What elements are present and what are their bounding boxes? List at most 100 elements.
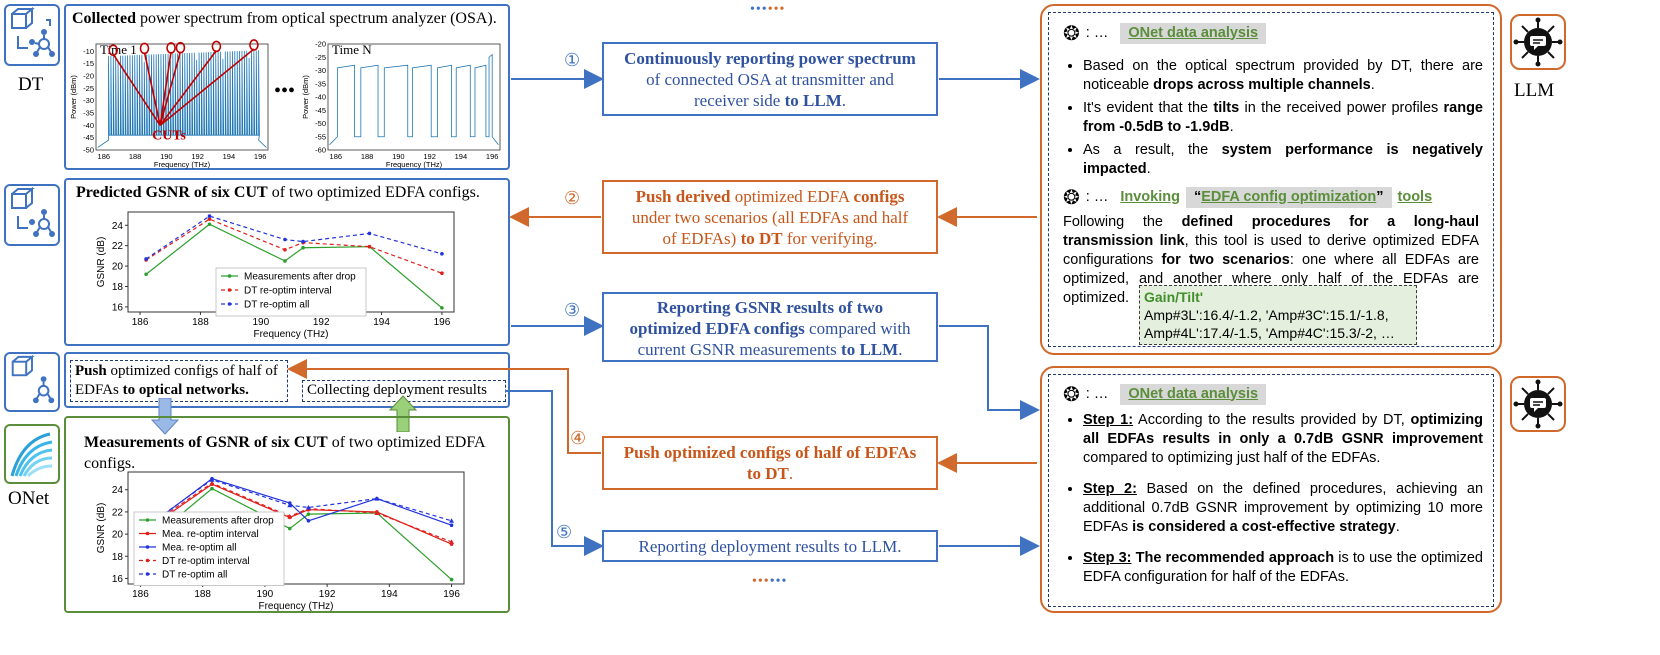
- series-line-1: [146, 487, 452, 581]
- data-point: [207, 222, 212, 227]
- y-tick-label: -40: [83, 121, 94, 130]
- data-point: [301, 245, 305, 250]
- data-point: [367, 244, 372, 249]
- x-tick-label: 192: [319, 589, 336, 600]
- cut-pointer: [143, 52, 161, 126]
- legend-label: DT re-optim all: [162, 570, 227, 581]
- step3-rest2: compared with: [804, 319, 911, 338]
- spectrum-trace: [329, 53, 499, 145]
- data-point: [209, 477, 215, 482]
- cut-marker: [108, 44, 119, 56]
- data-point: [210, 486, 214, 491]
- panel-push-configs: Push optimized configs of half of EDFAs …: [64, 352, 510, 408]
- llm-panel-2: ❂ : … ONet data analysis Step 1: Accordi…: [1040, 366, 1502, 613]
- x-tick-label: 196: [486, 152, 499, 161]
- header-prefix: : …: [1085, 24, 1109, 41]
- chatgpt-logo-icon: ❂: [1063, 184, 1080, 209]
- analysis-chip: ONet data analysis: [1120, 22, 1267, 44]
- data-point: [207, 217, 212, 221]
- y-axis-label: Power (dBm): [69, 75, 78, 119]
- step3-end: .: [898, 340, 903, 359]
- y-tick-label: -25: [315, 53, 326, 62]
- b2b: tilts: [1213, 100, 1240, 116]
- fiber-optic-icon: [10, 432, 53, 478]
- cut-pointer: [159, 51, 172, 126]
- y-tick-label: 22: [112, 507, 124, 518]
- x-tick-label: 190: [252, 317, 269, 328]
- push-bold2: to optical networks.: [122, 382, 249, 398]
- push-configs-box: Push optimized configs of half of EDFAs …: [70, 360, 288, 402]
- b2c: in the received power profiles: [1239, 100, 1444, 116]
- spectrum-trace: [97, 50, 267, 148]
- s3label: Step 3:: [1083, 550, 1132, 566]
- data-point: [306, 518, 311, 523]
- x-tick-label: 186: [132, 317, 149, 328]
- q1: “: [1193, 188, 1202, 205]
- data-point: [287, 502, 293, 508]
- title-rest: of two optimized EDFA configs.: [267, 184, 480, 201]
- p1: Following the: [1063, 214, 1182, 230]
- legend-box: [133, 511, 285, 586]
- step1-end: .: [841, 91, 846, 110]
- panel-predicted-gsnr: Predicted GSNR of six CUT of two optimiz…: [64, 178, 510, 346]
- y-tick-label: -50: [83, 146, 94, 155]
- x-axis-label: Frequency (THz): [253, 329, 328, 340]
- analysis-header: ❂ : … ONet data analysis: [1063, 381, 1483, 407]
- step2-text: Push derived optimized EDFA configs unde…: [604, 186, 936, 249]
- code-title: Gain/Tilt': [1144, 289, 1204, 305]
- legend-label: DT re-optim all: [244, 300, 309, 311]
- x-axis-label: Frequency (THz): [154, 160, 211, 169]
- b3b: system performance is negatively impacte…: [1083, 142, 1483, 177]
- x-tick-label: 194: [373, 317, 390, 328]
- data-point: [440, 306, 444, 310]
- cut-marker: [166, 42, 176, 54]
- analysis-bullets: Based on the optical spectrum provided b…: [1063, 57, 1483, 179]
- x-axis-label: Frequency (THz): [258, 601, 333, 612]
- b1b: drops across multiple channels: [1153, 77, 1371, 93]
- step5-number: ⑤: [556, 522, 573, 543]
- series-line-2: [146, 483, 452, 545]
- plot-frame: [327, 43, 501, 151]
- legend-marker: [227, 288, 232, 292]
- cut-pointer: [159, 51, 182, 126]
- y-tick-label: 18: [112, 552, 124, 563]
- step2-bold3: to DT: [740, 229, 783, 248]
- step5-text: Reporting deployment results to LLM.: [638, 537, 902, 556]
- step2-number: ②: [564, 188, 581, 209]
- y-tick-label: 20: [112, 262, 124, 273]
- y-tick-label: 24: [112, 485, 124, 496]
- step3-box: Reporting GSNR results of two optimized …: [602, 292, 938, 362]
- y-tick-label: -20: [83, 72, 94, 81]
- collect-text: Collecting deployment results: [307, 382, 487, 398]
- header-prefix: : …: [1085, 385, 1109, 402]
- y-tick-label: -25: [83, 84, 94, 93]
- x-tick-label: 192: [313, 317, 330, 328]
- invoking-header: ❂ : … Invoking “EDFA config optimization…: [1063, 183, 1483, 211]
- analysis-chip: ONet data analysis: [1120, 383, 1267, 405]
- onet-icon: [4, 424, 60, 484]
- header-prefix: : …: [1085, 188, 1109, 205]
- data-point: [287, 526, 292, 531]
- legend-label: Measurements after drop: [244, 272, 356, 283]
- dt-label: DT: [18, 74, 44, 95]
- step2-bold1b: configs: [853, 187, 905, 206]
- onet-label: ONet: [8, 488, 50, 509]
- legend-label: Measurements after drop: [162, 516, 274, 527]
- cube-network-icon: [11, 186, 55, 237]
- y-tick-label: -35: [315, 79, 326, 88]
- legend-label: Mea. re-optim interval: [162, 529, 259, 540]
- step-bullet-2: Step 2: Based on the defined procedures,…: [1083, 480, 1483, 537]
- panel-measured-gsnr: Measurements of GSNR of six CUT of two o…: [64, 416, 510, 613]
- data-point: [209, 480, 215, 486]
- y-axis-label: GSNR (dB): [96, 237, 107, 288]
- x-tick-label: 194: [223, 152, 236, 161]
- y-tick-label: -45: [315, 106, 326, 115]
- up-arrow-icon: [388, 395, 418, 432]
- step2-line2: under two scenarios (all EDFAs and half: [631, 208, 909, 227]
- y-tick-label: -60: [315, 146, 326, 155]
- llm-icon-2: [1510, 376, 1566, 432]
- legend-marker: [227, 302, 232, 306]
- p1d: for two scenarios: [1161, 252, 1290, 268]
